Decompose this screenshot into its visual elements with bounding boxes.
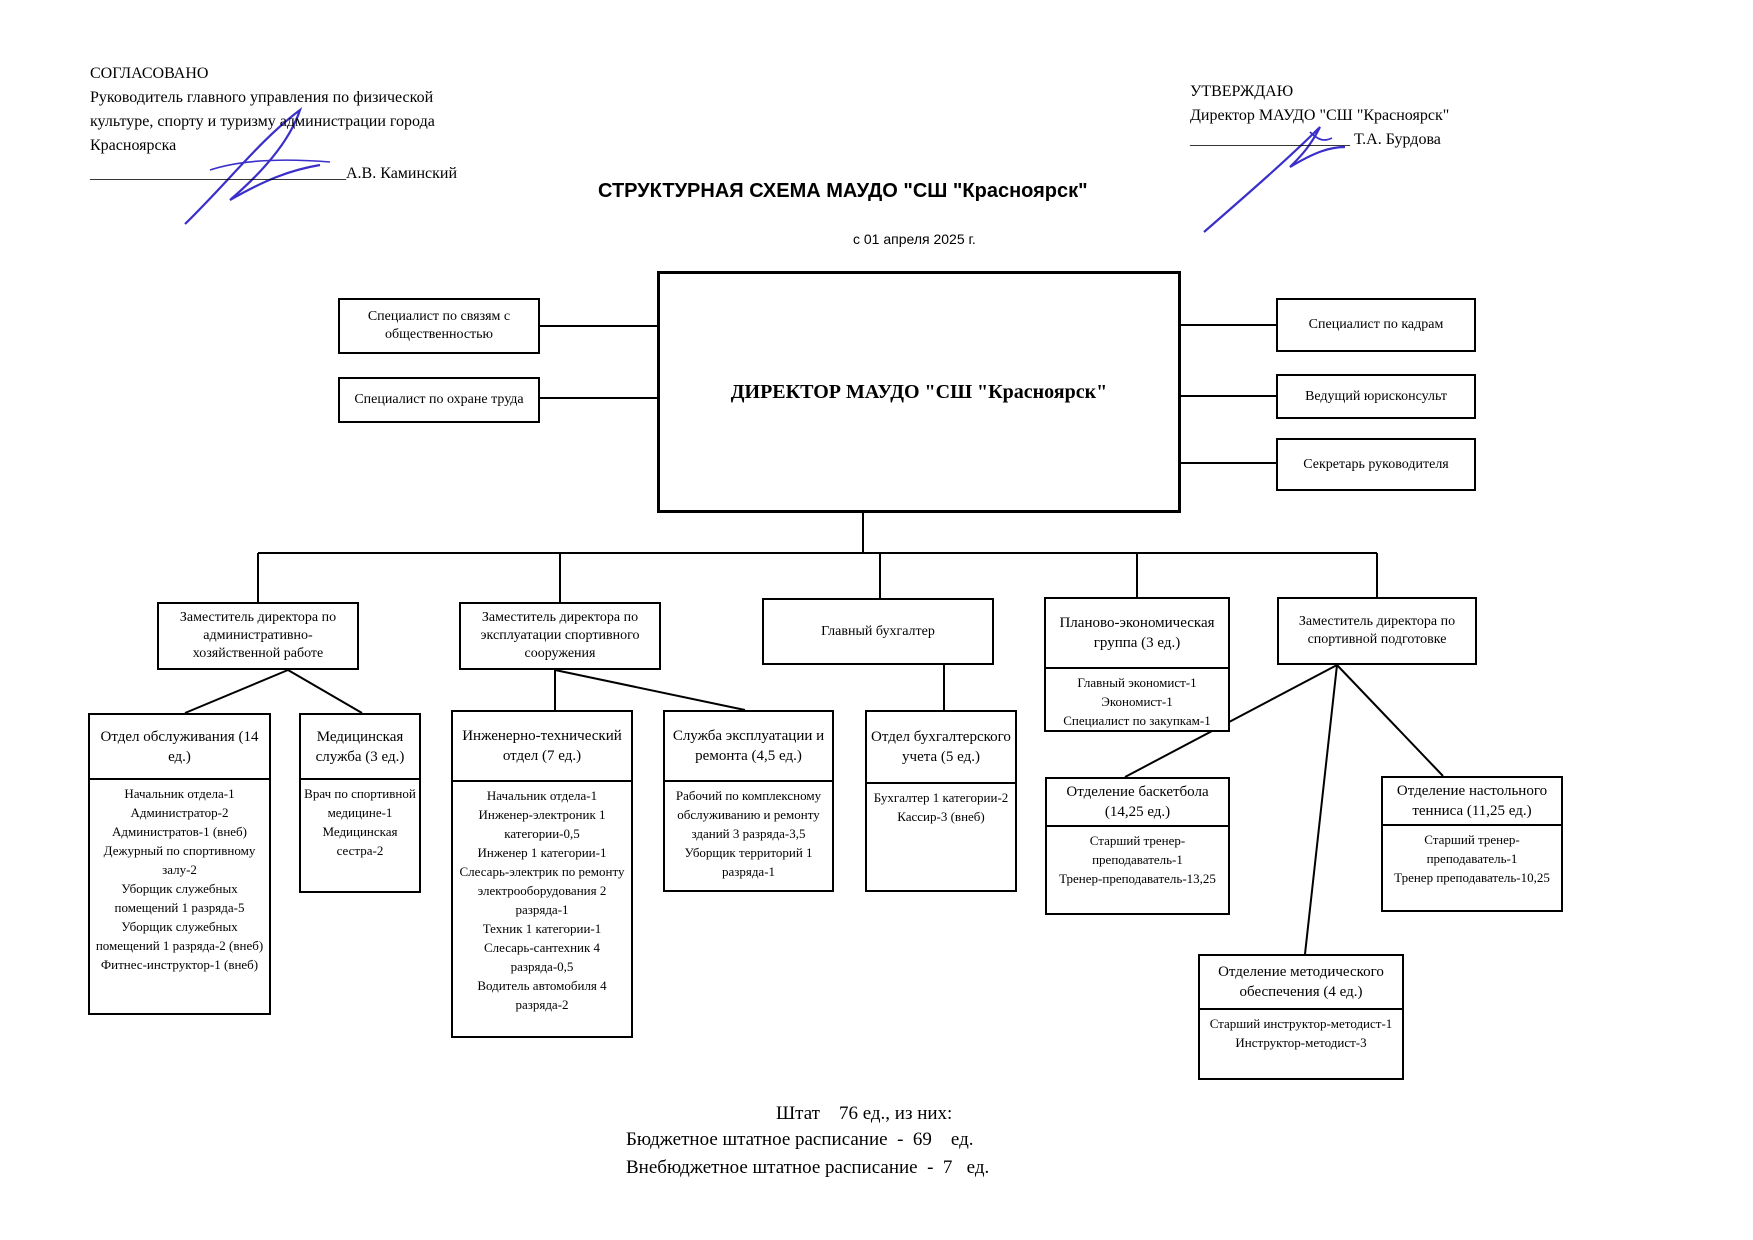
approval-left-heading: СОГЛАСОВАНО (90, 65, 209, 82)
methodical-section-staff: Старший инструктор-методист-1 Инструктор… (1200, 1010, 1402, 1056)
page-title: СТРУКТУРНАЯ СХЕМА МАУДО "СШ "Красноярск" (598, 180, 1088, 202)
staff-item: Старший тренер-преподаватель-1 (1424, 832, 1520, 866)
staff-item: Администратор-2 (130, 805, 229, 820)
basketball-section-staff: Старший тренер-преподаватель-1 Тренер-пр… (1047, 827, 1228, 892)
staff-item: Водитель автомобиля 4 разряда-2 (477, 978, 607, 1012)
staff-item: Рабочий по комплексному обслуживанию и р… (675, 788, 822, 841)
staff-item: Администратов-1 (внеб) (111, 824, 247, 839)
service-department-box: Отдел обслуживания (14 ед.) Начальник от… (88, 713, 271, 1015)
planning-group-head: Планово-экономическая группа (3 ед.) (1046, 599, 1228, 669)
planning-group-staff: Главный экономист-1 Экономист-1 Специали… (1046, 669, 1228, 734)
staff-item: Экономист-1 (1101, 694, 1173, 709)
maintenance-service-box: Служба эксплуатации и ремонта (4,5 ед.) … (663, 710, 834, 892)
staff-item: Кассир-3 (внеб) (897, 809, 985, 824)
table-tennis-section-box: Отделение настольного тенниса (11,25 ед.… (1381, 776, 1563, 912)
maintenance-service-head: Служба эксплуатации и ремонта (4,5 ед.) (665, 712, 832, 782)
approval-left: СОГЛАСОВАНО Руководитель главного управл… (90, 62, 457, 186)
lead-legal-counsel-box: Ведущий юрисконсульт (1276, 374, 1476, 419)
staff-item: Фитнес-инструктор-1 (внеб) (100, 957, 259, 972)
staff-item: Тренер-преподаватель-13,25 (1059, 871, 1216, 886)
staff-item: Уборщик территорий 1 разряда-1 (684, 845, 813, 879)
approval-right: УТВЕРЖДАЮ Директор МАУДО "СШ "Красноярск… (1190, 80, 1449, 152)
service-department-head: Отдел обслуживания (14 ед.) (90, 715, 269, 780)
accounting-department-box: Отдел бухгалтерского учета (5 ед.) Бухга… (865, 710, 1017, 892)
staff-item: Начальник отдела-1 (124, 786, 235, 801)
table-tennis-section-staff: Старший тренер-преподаватель-1 Тренер пр… (1383, 826, 1561, 891)
summary-offbudget: Внебюджетное штатное расписание - 7 ед. (626, 1157, 990, 1178)
approval-left-line-3: Красноярска (90, 137, 177, 154)
page-date: с 01 апреля 2025 г. (853, 231, 976, 247)
approval-right-heading: УТВЕРЖДАЮ (1190, 83, 1294, 100)
approval-right-line: Директор МАУДО "СШ "Красноярск" (1190, 107, 1450, 124)
deputy-exploitation-box: Заместитель директора по эксплуатации сп… (459, 602, 661, 670)
signature-burdova (1203, 126, 1346, 233)
methodical-section-box: Отделение методического обеспечения (4 е… (1198, 954, 1404, 1080)
staff-item: Дежурный по спортивному залу-2 (103, 843, 256, 877)
accounting-department-head: Отдел бухгалтерского учета (5 ед.) (867, 712, 1015, 784)
engineering-department-head: Инженерно-технический отдел (7 ед.) (453, 712, 631, 782)
staff-item: Врач по спортивной медицине-1 (304, 786, 416, 820)
staff-item: Техник 1 категории-1 (482, 921, 602, 936)
basketball-section-box: Отделение баскетбола (14,25 ед.) Старший… (1045, 777, 1230, 915)
methodical-section-head: Отделение методического обеспечения (4 е… (1200, 956, 1402, 1010)
staff-item: Начальник отдела-1 (486, 788, 598, 803)
chief-accountant-box: Главный бухгалтер (762, 598, 994, 665)
staff-item: Слесарь-сантехник 4 разряда-0,5 (483, 940, 601, 974)
basketball-section-head: Отделение баскетбола (14,25 ед.) (1047, 779, 1228, 827)
staff-item: Уборщик служебных помещений 1 разряда-5 (114, 881, 245, 915)
signature-kaminsky (184, 107, 331, 225)
service-department-staff: Начальник отдела-1 Администратор-2 Админ… (90, 780, 269, 978)
staff-item: Старший инструктор-методист-1 (1209, 1016, 1393, 1031)
staff-item: Специалист по закупкам-1 (1063, 713, 1211, 728)
staff-item: Главный экономист-1 (1077, 675, 1197, 690)
labor-safety-specialist-box: Специалист по охране труда (338, 377, 540, 423)
table-tennis-section-head: Отделение настольного тенниса (11,25 ед.… (1383, 778, 1561, 826)
staff-item: Уборщик служебных помещений 1 разряда-2 … (95, 919, 264, 953)
staff-item: Медицинская сестра-2 (322, 824, 398, 858)
staff-item: Тренер преподаватель-10,25 (1394, 870, 1550, 885)
engineering-department-staff: Начальник отдела-1 Инженер-электроник 1 … (453, 782, 631, 1018)
accounting-department-staff: Бухгалтер 1 категории-2 Кассир-3 (внеб) (867, 784, 1015, 830)
medical-service-staff: Врач по спортивной медицине-1 Медицинска… (301, 780, 419, 864)
summary-budget: Бюджетное штатное расписание - 69 ед. (626, 1129, 974, 1150)
staff-item: Старший тренер-преподаватель-1 (1089, 833, 1186, 867)
planning-group-box: Планово-экономическая группа (3 ед.) Гла… (1044, 597, 1230, 732)
director-box: ДИРЕКТОР МАУДО "СШ "Красноярск" (657, 271, 1181, 513)
maintenance-service-staff: Рабочий по комплексному обслуживанию и р… (665, 782, 832, 885)
approval-left-line-2: культуре, спорту и туризму администрации… (90, 113, 435, 130)
staff-item: Инженер-электроник 1 категории-0,5 (478, 807, 606, 841)
engineering-department-box: Инженерно-технический отдел (7 ед.) Нача… (451, 710, 633, 1038)
medical-service-box: Медицинская служба (3 ед.) Врач по спорт… (299, 713, 421, 893)
deputy-sport-box: Заместитель директора по спортивной подг… (1277, 597, 1477, 665)
pr-specialist-box: Специалист по связям с общественностью (338, 298, 540, 354)
approval-left-signature: ________________________________А.В. Кам… (90, 165, 458, 182)
staff-item: Инженер 1 категории-1 (477, 845, 607, 860)
director-secretary-box: Секретарь руководителя (1276, 438, 1476, 491)
approval-right-signature: ____________________ Т.А. Бурдова (1190, 131, 1441, 148)
staff-item: Бухгалтер 1 категории-2 (873, 790, 1009, 805)
summary-total: Штат 76 ед., из них: (776, 1103, 953, 1124)
staff-item: Инструктор-методист-3 (1235, 1035, 1367, 1050)
staff-item: Слесарь-электрик по ремонту электрообору… (459, 864, 625, 917)
hr-specialist-box: Специалист по кадрам (1276, 298, 1476, 352)
deputy-admin-box: Заместитель директора по административно… (157, 602, 359, 670)
medical-service-head: Медицинская служба (3 ед.) (301, 715, 419, 780)
approval-left-line-1: Руководитель главного управления по физи… (90, 89, 434, 106)
